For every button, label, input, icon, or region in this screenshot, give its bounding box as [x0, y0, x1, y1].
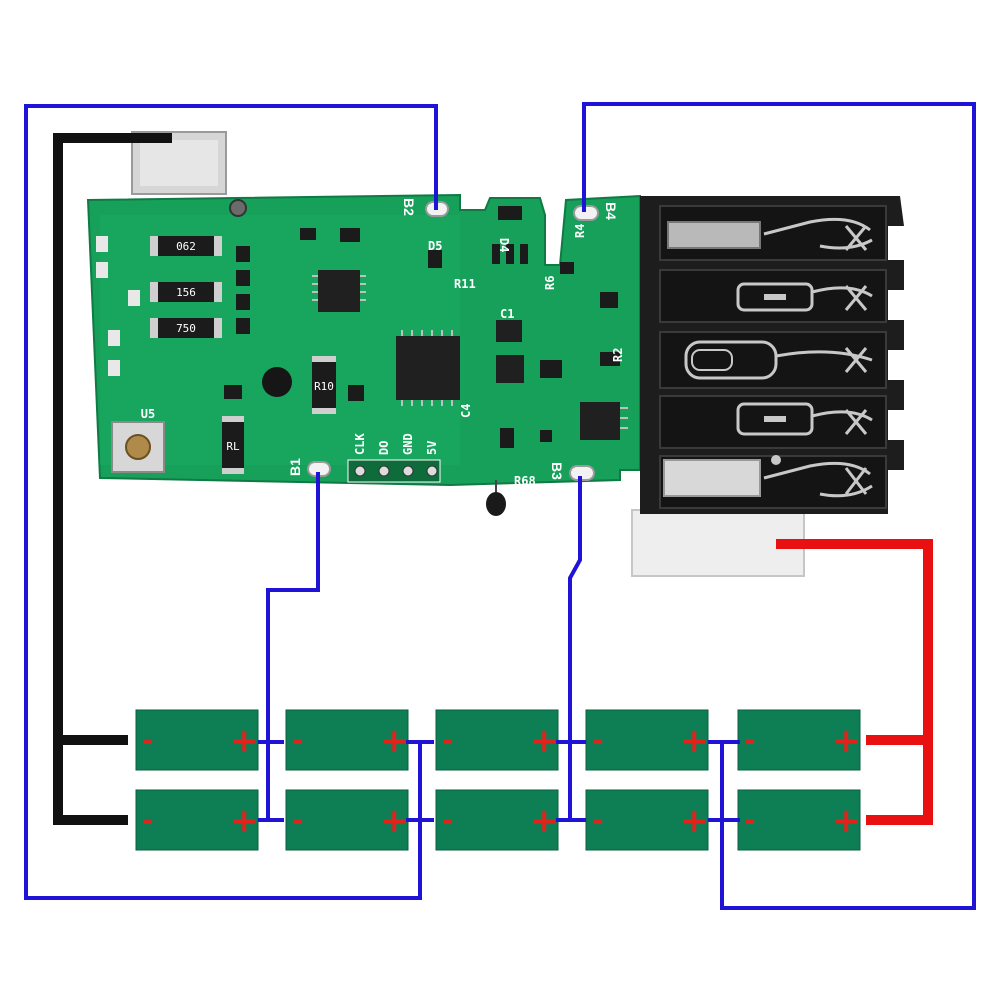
mounting-hole [229, 199, 247, 217]
label-c1: C1 [500, 307, 514, 321]
blue-wire-b3 [568, 476, 586, 822]
pad-b3: B3 [549, 462, 595, 481]
battery-cell-body [737, 789, 861, 851]
wires [24, 102, 976, 910]
battery-cell: -+ [737, 789, 861, 851]
pcb-board: 062 156 750 R10 RL [86, 131, 659, 516]
label-r6: R6 [543, 276, 557, 290]
label-clk: CLK [353, 433, 367, 455]
battery-cell-body [435, 709, 559, 771]
pad-b3-label: B3 [549, 462, 565, 480]
connector-pin-4 [736, 402, 873, 436]
cell-positive-terminal: + [680, 801, 709, 841]
tactile-button-u5: U5 [111, 407, 165, 473]
battery-connector [631, 196, 904, 577]
battery-cell: -+ [585, 789, 709, 851]
label-u5: U5 [141, 407, 155, 421]
resistor-062: 062 [150, 236, 222, 256]
cell-negative-terminal: - [744, 804, 756, 837]
red-wire [776, 539, 933, 825]
resistor-rl-label: RL [226, 440, 240, 453]
cell-negative-terminal: - [142, 724, 154, 757]
label-do: DO [377, 441, 391, 455]
battery-cell-body [285, 709, 409, 771]
thermistor [486, 492, 506, 516]
black-wire [53, 133, 172, 825]
label-r68: R68 [514, 474, 536, 488]
cell-positive-terminal: + [530, 801, 559, 841]
resistor-062-label: 062 [176, 240, 196, 253]
pad-b1: B1 [287, 458, 331, 477]
label-r4: R4 [573, 224, 587, 238]
label-gnd: GND [401, 433, 415, 455]
cell-positive-terminal: + [380, 721, 409, 761]
battery-cell: -+ [435, 789, 559, 851]
label-r11: R11 [454, 277, 476, 291]
pad-b1-label: B1 [287, 458, 303, 476]
cell-positive-terminal: + [530, 721, 559, 761]
cell-negative-terminal: - [592, 804, 604, 837]
connector-pin-5 [663, 455, 873, 498]
cell-negative-terminal: - [744, 724, 756, 757]
resistor-r10-label: R10 [314, 380, 334, 393]
battery-cell: -+ [285, 709, 409, 771]
connector-pin-2 [736, 282, 873, 312]
cell-negative-terminal: - [292, 724, 304, 757]
connector-pin-3 [684, 340, 873, 380]
resistor-r10: R10 [312, 356, 336, 414]
battery-cell-body [135, 789, 259, 851]
battery-cell: -+ [285, 789, 409, 851]
ic-chip-2 [396, 336, 460, 400]
battery-cell: -+ [585, 709, 709, 771]
cell-negative-terminal: - [592, 724, 604, 757]
debug-header: CLK DO GND 5V [347, 433, 441, 483]
label-5v: 5V [425, 441, 439, 455]
ic-chip-1 [318, 270, 360, 312]
cell-negative-terminal: - [442, 724, 454, 757]
blue-wire-b1 [266, 472, 320, 822]
battery-cell-body [135, 709, 259, 771]
ic-chip-5 [496, 320, 522, 342]
pad-b4-label: B4 [603, 202, 619, 220]
connector-pin-1 [667, 217, 873, 251]
battery-cell: -+ [135, 709, 259, 771]
cell-negative-terminal: - [292, 804, 304, 837]
label-c4: C4 [459, 404, 473, 418]
ic-chip-4 [496, 355, 524, 383]
cell-positive-terminal: + [680, 721, 709, 761]
resistor-rl: RL [222, 416, 244, 474]
resistor-750: 750 [150, 318, 222, 338]
cell-negative-terminal: - [442, 804, 454, 837]
cell-negative-terminal: - [142, 804, 154, 837]
battery-cell: -+ [737, 709, 861, 771]
ic-chip-3 [580, 402, 620, 440]
battery-cells: -+-+-+-+-+-+-+-+-+-+ [135, 709, 861, 851]
cell-positive-terminal: + [832, 721, 861, 761]
cell-positive-terminal: + [230, 801, 259, 841]
pad-b2-label: B2 [401, 198, 417, 216]
resistor-156: 156 [150, 282, 222, 302]
label-r2: R2 [611, 348, 625, 362]
cell-positive-terminal: + [832, 801, 861, 841]
battery-cell: -+ [135, 789, 259, 851]
cell-positive-terminal: + [230, 721, 259, 761]
battery-cell: -+ [435, 709, 559, 771]
resistor-750-label: 750 [176, 322, 196, 335]
cell-positive-terminal: + [380, 801, 409, 841]
label-d5: D5 [428, 239, 442, 253]
label-d4: D4 [497, 238, 511, 252]
resistor-156-label: 156 [176, 286, 196, 299]
battery-cell-body [737, 709, 861, 771]
